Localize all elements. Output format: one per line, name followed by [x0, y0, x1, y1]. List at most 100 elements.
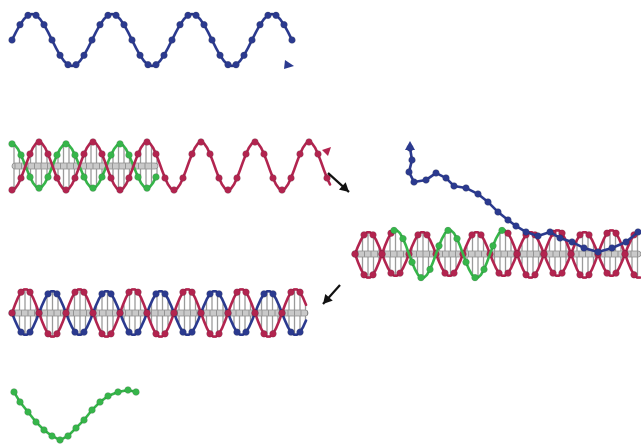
- rb-duplex-strand-a-nucleotide: [116, 309, 124, 317]
- blue-strand-nucleotide: [288, 36, 296, 44]
- green-single-strand-nucleotide: [56, 436, 64, 444]
- blue-strand-nucleotide: [72, 60, 80, 69]
- green-single-strand-nucleotide: [88, 406, 96, 414]
- complex-duplex-strand-b-nucleotide: [387, 269, 395, 277]
- complex-duplex-strand-a-seg0-nucleotide: [360, 271, 368, 279]
- complex-duplex-strand-b-nucleotide: [450, 269, 458, 277]
- rb-duplex-strand-a-nucleotide: [269, 330, 277, 338]
- displaced-blue-strand-nucleotide: [634, 228, 641, 236]
- red-strand-nucleotide: [188, 150, 196, 158]
- green-strand-nucleotide: [98, 173, 106, 181]
- green-strand-nucleotide: [143, 184, 151, 192]
- green-strand-nucleotide: [71, 151, 79, 159]
- red-strand-nucleotide: [170, 186, 178, 194]
- green-strand-nucleotide: [125, 151, 133, 159]
- green-strand-nucleotide: [35, 184, 43, 192]
- complex-duplex-strand-a-seg2-nucleotide: [513, 250, 521, 258]
- displaced-blue-strand-nucleotide: [484, 198, 492, 206]
- rb-duplex-strand-a-nucleotide: [224, 309, 232, 317]
- complex-duplex-strand-a-seg1-nucleotide: [471, 273, 479, 282]
- blue-strand-nucleotide: [40, 21, 48, 29]
- green-single-strand-nucleotide: [64, 432, 72, 440]
- blue-strand-nucleotide: [88, 36, 96, 44]
- complex-duplex-strand-b-nucleotide: [576, 231, 584, 239]
- red-strand-nucleotide: [53, 174, 61, 182]
- complex-duplex-strand-b-nucleotide: [558, 269, 566, 277]
- red-strand-nucleotide: [323, 174, 331, 182]
- red-strand-nucleotide: [35, 138, 43, 146]
- red-strand-nucleotide: [152, 150, 160, 158]
- rb-duplex-strand-b-nucleotide: [296, 328, 304, 336]
- rb-duplex-strand-b-nucleotide: [188, 328, 196, 336]
- red-strand-nucleotide: [107, 174, 115, 182]
- displaced-blue-strand-nucleotide: [408, 156, 416, 164]
- rb-duplex-strand-a-nucleotide: [188, 288, 196, 296]
- displaced-blue-strand-nucleotide: [622, 238, 630, 246]
- complex-duplex-strand-b-nucleotide: [549, 269, 557, 277]
- rb-duplex-strand-a-nucleotide: [206, 330, 214, 338]
- complex-duplex-strand-b-nucleotide: [468, 231, 476, 239]
- complex-duplex-strand-a-seg1-nucleotide: [390, 226, 398, 235]
- displaced-blue-strand-nucleotide: [422, 176, 430, 184]
- red-strand-nucleotide: [305, 138, 313, 146]
- red-strand-nucleotide: [98, 150, 106, 158]
- blue-strand-nucleotide: [96, 21, 104, 29]
- blue-strand-nucleotide: [64, 60, 72, 69]
- red-strand-nucleotide: [116, 186, 124, 194]
- rb-duplex-strand-b-nucleotide: [107, 290, 115, 298]
- displaced-blue-strand-nucleotide: [432, 169, 440, 177]
- red-strand-end-arrowhead: [322, 147, 331, 156]
- blue-strand-nucleotide: [104, 11, 112, 19]
- red-strand-nucleotide: [44, 150, 52, 158]
- red-blue-duplex-panel: [8, 288, 309, 338]
- green-strand-nucleotide: [26, 173, 34, 181]
- blue-strand-nucleotide: [240, 51, 248, 59]
- rb-duplex-strand-a-nucleotide: [278, 309, 286, 317]
- rb-duplex-strand-a-nucleotide: [242, 288, 250, 296]
- complex-duplex-strand-a-seg2-nucleotide: [585, 271, 593, 279]
- green-single-strand-nucleotide: [40, 426, 48, 434]
- green-strand-nucleotide: [107, 151, 115, 159]
- green-single-strand-backbone: [12, 388, 138, 442]
- rb-duplex-strand-a-nucleotide: [215, 330, 223, 338]
- displaced-blue-strand-nucleotide: [410, 178, 418, 186]
- rb-duplex-helix-axis: [11, 309, 309, 317]
- rb-duplex-strand-b-nucleotide: [80, 328, 88, 336]
- complex-duplex-strand-b-nucleotide: [360, 231, 368, 239]
- complex-duplex-strand-a-seg1-nucleotide: [444, 226, 452, 235]
- green-strand-nucleotide: [134, 173, 142, 181]
- rb-duplex-strand-a-nucleotide: [125, 288, 133, 296]
- complex-duplex-strand-b-nucleotide: [585, 231, 593, 239]
- blue-strand-nucleotide: [48, 36, 56, 44]
- green-single-strand-nucleotide: [80, 416, 88, 424]
- green-strand-nucleotide: [8, 140, 16, 148]
- red-strand-nucleotide: [26, 150, 34, 158]
- rb-duplex-strand-a-nucleotide: [287, 288, 295, 296]
- blue-strand-nucleotide: [176, 21, 184, 29]
- complex-duplex-strand-a-seg0-nucleotide: [351, 250, 359, 258]
- displaced-blue-strand-nucleotide: [594, 248, 602, 256]
- rb-duplex-strand-b-nucleotide: [161, 290, 169, 298]
- blue-strand-nucleotide: [80, 51, 88, 59]
- displaced-blue-strand-nucleotide: [494, 208, 502, 216]
- rb-duplex-strand-a-nucleotide: [152, 330, 160, 338]
- blue-strand-nucleotide: [184, 11, 192, 19]
- red-strand-nucleotide: [206, 150, 214, 158]
- rb-duplex-strand-a-nucleotide: [107, 330, 115, 338]
- complex-duplex-strand-a-seg2-nucleotide: [522, 271, 530, 279]
- complex-duplex-strand-a-seg2-nucleotide: [576, 271, 584, 279]
- blue-strand-nucleotide: [8, 36, 16, 44]
- green-single-strand-nucleotide: [32, 418, 40, 426]
- rb-duplex-strand-a-nucleotide: [296, 288, 304, 296]
- complex-duplex-strand-a-seg0-nucleotide: [378, 250, 386, 258]
- blue-strand-nucleotide: [152, 60, 160, 69]
- blue-strand-nucleotide: [216, 51, 224, 59]
- rb-duplex-strand-a-nucleotide: [17, 288, 25, 296]
- rb-duplex-strand-a-nucleotide: [161, 330, 169, 338]
- complex-duplex-strand-a-seg1-nucleotide: [453, 234, 461, 243]
- rb-duplex-strand-a-nucleotide: [260, 330, 268, 338]
- displaced-blue-end-arrowhead: [405, 141, 415, 150]
- rb-duplex-strand-a-nucleotide: [53, 330, 61, 338]
- complex-duplex-strand-a-seg1-nucleotide: [435, 242, 443, 250]
